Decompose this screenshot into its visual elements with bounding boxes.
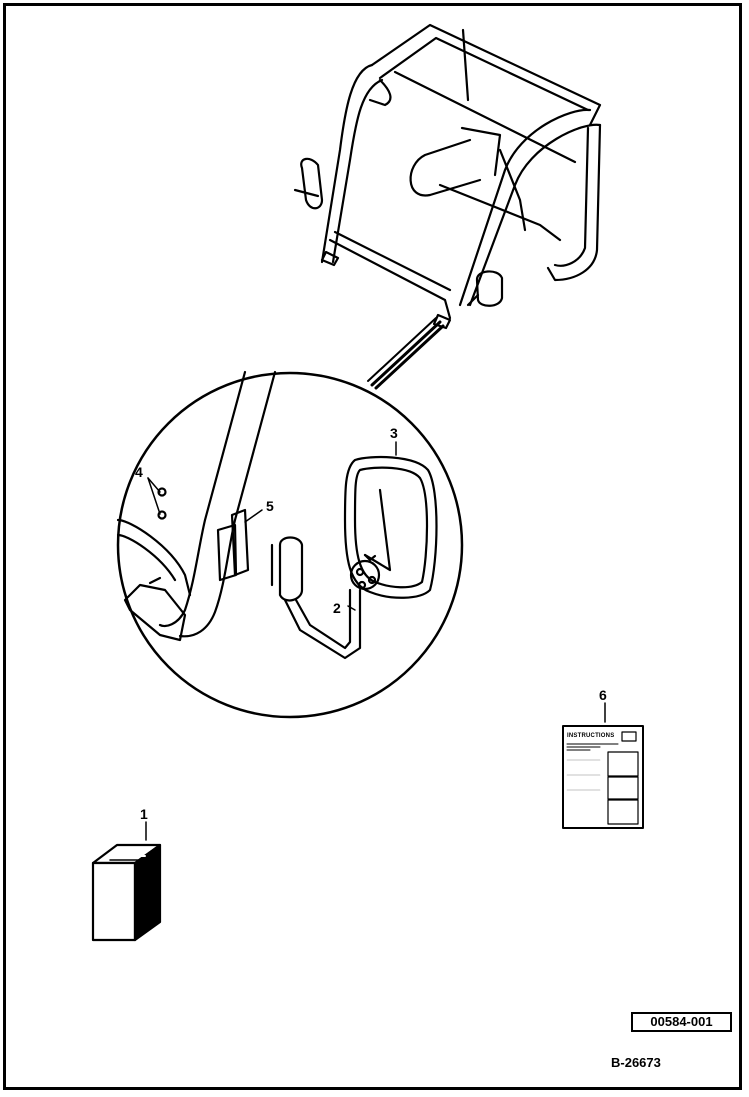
callout-5: 5 [266,498,274,514]
drawing-number: 00584-001 [631,1012,732,1032]
callout-6: 6 [599,687,607,703]
document-reference: B-26673 [611,1055,661,1070]
drawing-frame [3,3,742,1090]
item-1-manual-box [91,843,162,942]
callout-2: 2 [333,600,341,616]
item-6-instruction-sheet [562,725,644,829]
detail-leader [367,317,445,390]
callout-3: 3 [390,425,398,441]
callout-leaders [145,441,606,841]
instruction-sheet-title: INSTRUCTIONS [567,733,615,739]
detail-contents [116,370,438,660]
rops-cage [293,23,602,330]
callout-1: 1 [140,806,148,822]
callout-4: 4 [135,464,143,480]
detail-circle [116,371,464,719]
